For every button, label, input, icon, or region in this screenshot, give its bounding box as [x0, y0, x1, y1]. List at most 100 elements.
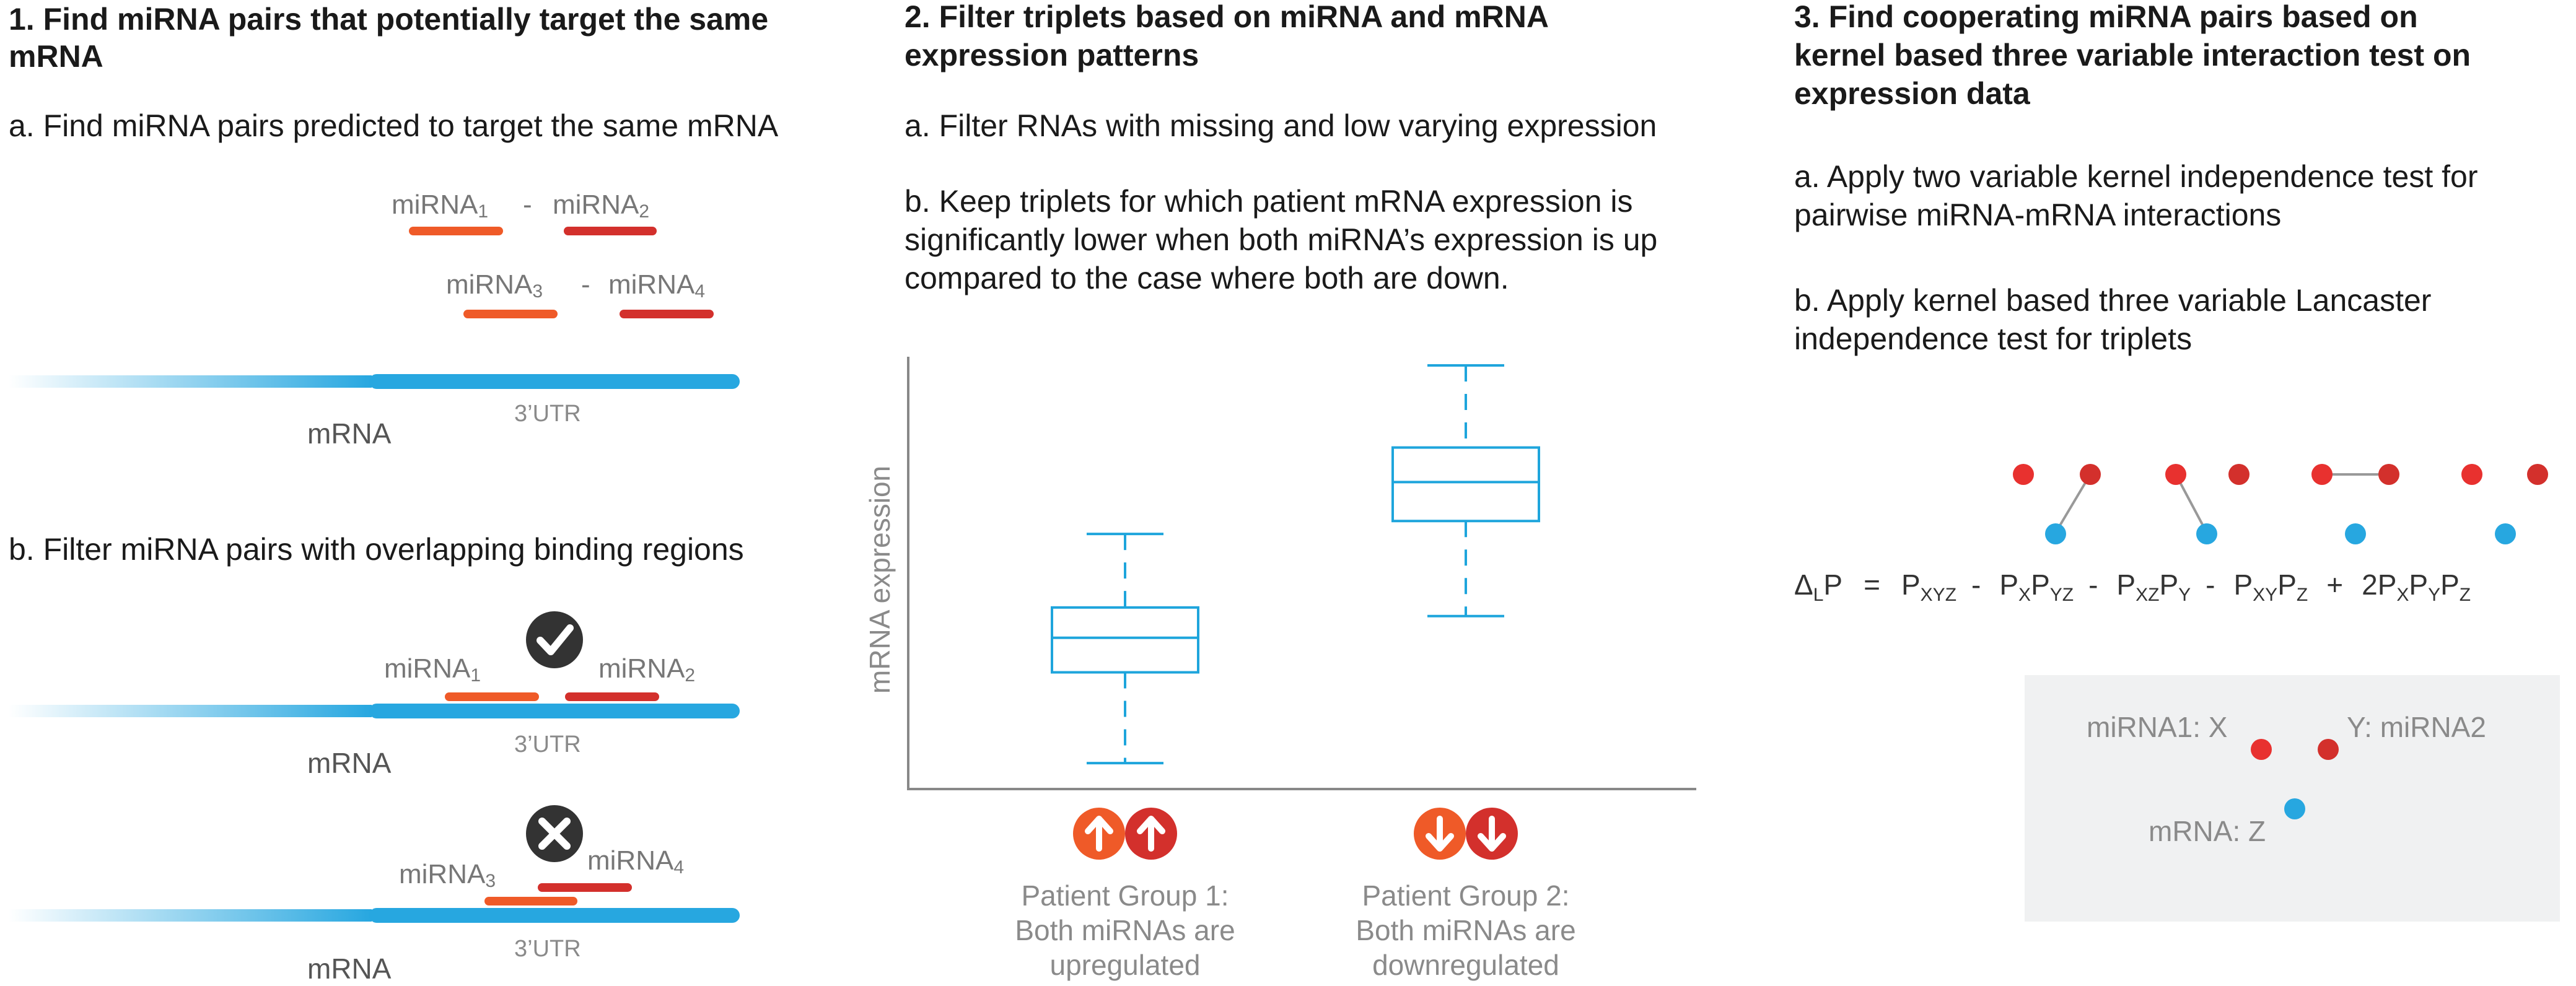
- up-arrow-glyph: [1085, 816, 1113, 852]
- section-1-step-a: a. Find miRNA pairs predicted to target …: [9, 108, 779, 143]
- pair-dash: -: [523, 190, 532, 220]
- mrna-strand: [369, 704, 740, 718]
- node-y: [2080, 464, 2101, 485]
- section-2-step-b-line2: significantly lower when both miRNA’s ex…: [905, 222, 1657, 257]
- section-1: 1. Find miRNA pairs that potentially tar…: [9, 2, 779, 985]
- up-arrow-glyph: [1137, 816, 1165, 852]
- mirna1-label: miRNA1: [392, 190, 488, 222]
- section-1-heading-line1: 1. Find miRNA pairs that potentially tar…: [9, 2, 768, 37]
- mirna2-bar: [564, 227, 657, 235]
- mirna1-bar: [409, 227, 503, 235]
- mirna4-bar-b: [538, 883, 632, 892]
- mrna-strand-fade: [9, 705, 372, 717]
- legend-node-z: [2284, 798, 2305, 819]
- section-2: 2. Filter triplets based on miRNA and mR…: [864, 0, 1696, 981]
- graph-term-3: [2311, 464, 2399, 544]
- group-2-label: Patient Group 2: Both miRNAs are downreg…: [1356, 879, 1575, 981]
- section-3-step-b-line1: b. Apply kernel based three variable Lan…: [1794, 283, 2431, 318]
- down-arrow-glyph: [1426, 816, 1454, 852]
- mirna2-bar-b: [565, 692, 659, 701]
- section-2-heading-line1: 2. Filter triplets based on miRNA and mR…: [905, 0, 1549, 34]
- mrna-strand: [369, 908, 740, 923]
- node-y: [2228, 464, 2250, 485]
- chart-axes: [907, 357, 1696, 790]
- node-z: [2345, 523, 2366, 544]
- legend-background: [2025, 675, 2560, 922]
- node-z: [2196, 523, 2217, 544]
- mirna3-label-b: miRNA3: [399, 859, 496, 891]
- pair-dash: -: [581, 269, 590, 300]
- x-mark: [538, 818, 571, 850]
- section-1-heading-line2: mRNA: [9, 39, 103, 74]
- section-2-step-b-line3: compared to the case where both are down…: [905, 261, 1509, 295]
- section-3-step-a-line2: pairwise miRNA-mRNA interactions: [1794, 198, 2281, 232]
- legend-z-label: mRNA: Z: [2149, 815, 2266, 847]
- legend-y-label: Y: miRNA2: [2347, 711, 2486, 743]
- utr-label: 3’UTR: [514, 401, 581, 427]
- mirna1-label-b: miRNA1: [384, 653, 481, 686]
- mirna4-bar: [620, 310, 714, 318]
- group-2-label-line: Both miRNAs are: [1356, 914, 1575, 946]
- edge-x-z: [2175, 474, 2208, 533]
- check-mark: [537, 624, 574, 655]
- group-1-label-line: upregulated: [1050, 949, 1201, 981]
- group-1-icons: [1073, 808, 1177, 860]
- edge-y-z: [2054, 473, 2092, 534]
- mirna4-label: miRNA4: [608, 269, 705, 302]
- mirna2-label: miRNA2: [553, 190, 649, 222]
- group-1-label-line: Both miRNAs are: [1015, 914, 1235, 946]
- node-x: [2013, 464, 2034, 485]
- legend-node-x: [2251, 739, 2272, 760]
- lancaster-formula: ΔLP=PXYZ-PXPYZ-PXZPY-PXYPZ+2PXPYPZ: [1794, 569, 2471, 605]
- section-2-heading-line2: expression patterns: [905, 38, 1199, 72]
- mirna3-label: miRNA3: [446, 269, 543, 302]
- mirna2-label-b: miRNA2: [598, 653, 695, 686]
- node-z: [2495, 523, 2516, 544]
- section-3-step-b-line2: independence test for triplets: [1794, 321, 2192, 356]
- group-2-label-line: Patient Group 2:: [1362, 879, 1570, 912]
- node-x: [2165, 464, 2186, 485]
- section-1-step-b: b. Filter miRNA pairs with overlapping b…: [9, 532, 744, 567]
- node-y: [2378, 464, 2399, 485]
- mrna-label: mRNA: [307, 953, 392, 985]
- mirna1-bar-b: [445, 692, 539, 701]
- y-axis-label: mRNA expression: [864, 466, 896, 694]
- node-y: [2527, 464, 2548, 485]
- check-circle-icon: [526, 611, 583, 668]
- graph-term-1: [2013, 464, 2101, 544]
- legend-x-label: miRNA1: X: [2087, 711, 2227, 743]
- section-2-step-b-line1: b. Keep triplets for which patient mRNA …: [905, 184, 1633, 219]
- section-3-heading-line1: 3. Find cooperating miRNA pairs based on: [1794, 0, 2418, 34]
- box-1-iqr: [1051, 606, 1199, 674]
- section-3-step-a-line1: a. Apply two variable kernel independenc…: [1794, 159, 2477, 194]
- node-x: [2461, 464, 2482, 485]
- mrna-strand: [369, 374, 740, 389]
- box-plot: mRNA expression: [864, 357, 1696, 790]
- box-2-iqr: [1391, 446, 1540, 523]
- graph-term-2: [2165, 464, 2250, 544]
- graph-term-4: [2461, 464, 2548, 544]
- section-2-step-a: a. Filter RNAs with missing and low vary…: [905, 108, 1657, 143]
- group-2-label-line: downregulated: [1372, 949, 1559, 981]
- mrna-label: mRNA: [307, 417, 392, 450]
- mirna3-bar-b: [484, 897, 577, 905]
- group-1-label: Patient Group 1: Both miRNAs are upregul…: [1015, 879, 1235, 981]
- utr-label: 3’UTR: [514, 936, 581, 962]
- group-2-icons: [1414, 808, 1518, 860]
- section-3-heading-line3: expression data: [1794, 76, 2031, 111]
- mrna-label: mRNA: [307, 747, 392, 779]
- group-1-label-line: Patient Group 1:: [1022, 879, 1229, 912]
- mirna3-bar: [463, 310, 558, 318]
- down-arrow-glyph: [1478, 816, 1506, 852]
- section-3-heading-line2: kernel based three variable interaction …: [1794, 38, 2471, 72]
- node-z: [2045, 523, 2066, 544]
- mrna-strand-fade: [9, 375, 372, 388]
- mrna-strand-fade: [9, 909, 372, 922]
- utr-label: 3’UTR: [514, 731, 581, 757]
- section-3: 3. Find cooperating miRNA pairs based on…: [1794, 0, 2560, 922]
- legend-node-y: [2318, 739, 2339, 760]
- variable-legend: miRNA1: X Y: miRNA2 mRNA: Z: [2025, 675, 2560, 922]
- mirna4-label-b: miRNA4: [587, 845, 684, 878]
- node-x: [2311, 464, 2333, 485]
